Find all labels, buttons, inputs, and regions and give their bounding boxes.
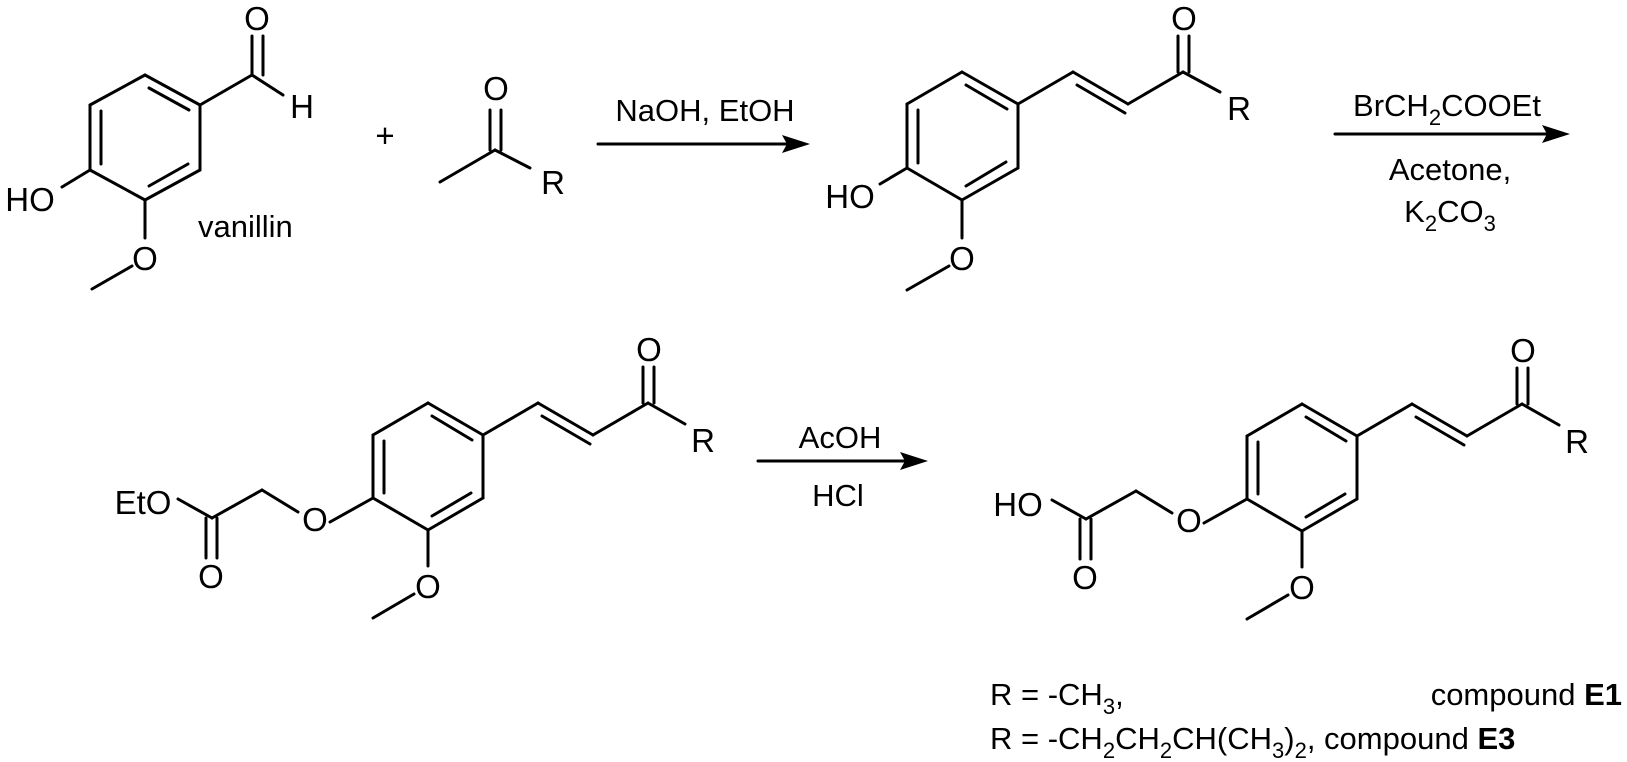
product-acid-hydroxyl: HO — [993, 486, 1043, 523]
intermediate2-ester-ethoxy: EtO — [115, 484, 172, 521]
intermediate1-hydroxyl: HO — [825, 178, 875, 215]
ester-intermediate-structure — [176, 365, 687, 620]
intermediate2-ether-oxygen: O — [302, 501, 328, 538]
intermediate2-carbonyl-oxygen: O — [636, 331, 662, 368]
intermediate2-methoxy-oxygen: O — [415, 568, 441, 605]
product-r-group: R — [1565, 423, 1589, 460]
step2-reagent: BrCH2COOEt — [1353, 88, 1541, 130]
methyl-ketone-structure — [438, 108, 532, 184]
intermediate2-ester-oxygen: O — [198, 558, 224, 595]
legend-row-2: R = -CH2CH2CH(CH3)2, compound E3 — [990, 721, 1515, 762]
step3-catalyst: HCl — [812, 478, 864, 513]
legend-row-1-r-definition: R = -CH3, — [990, 677, 1124, 719]
product-acid-oxygen: O — [1072, 559, 1098, 596]
product-methoxy-oxygen: O — [1289, 569, 1315, 606]
intermediate1-methoxy-oxygen: O — [949, 240, 975, 277]
vanillin-label: vanillin — [198, 209, 293, 244]
vanillin-hydroxyl: HO — [5, 181, 55, 218]
reaction-arrow-1 — [596, 135, 810, 153]
intermediate1-carbonyl-oxygen: O — [1171, 0, 1197, 37]
vanillin-methoxy-oxygen: O — [132, 240, 158, 277]
reaction-arrow-2 — [1333, 125, 1570, 143]
step1-conditions: NaOH, EtOH — [615, 93, 794, 128]
legend-row-1-compound: compound E1 — [1431, 677, 1622, 712]
ketone-r-group: R — [541, 164, 565, 201]
intermediate1-r-group: R — [1227, 90, 1251, 127]
enone-intermediate-structure — [878, 34, 1222, 292]
vanillin-structure — [60, 34, 285, 291]
vanillin-aldehyde-hydrogen: H — [290, 88, 314, 125]
product-carbonyl-oxygen: O — [1510, 332, 1536, 369]
step3-acid: AcOH — [799, 420, 882, 455]
step2-solvent: Acetone, — [1389, 152, 1511, 187]
step2-base: K2CO3 — [1404, 194, 1496, 236]
reaction-arrow-3 — [756, 452, 928, 470]
vanillin-aldehyde-oxygen: O — [244, 0, 270, 37]
intermediate2-r-group: R — [691, 422, 715, 459]
plus-sign: + — [375, 117, 394, 154]
product-structure — [1050, 366, 1561, 621]
product-ether-oxygen: O — [1176, 502, 1202, 539]
ketone-oxygen: O — [483, 70, 509, 107]
